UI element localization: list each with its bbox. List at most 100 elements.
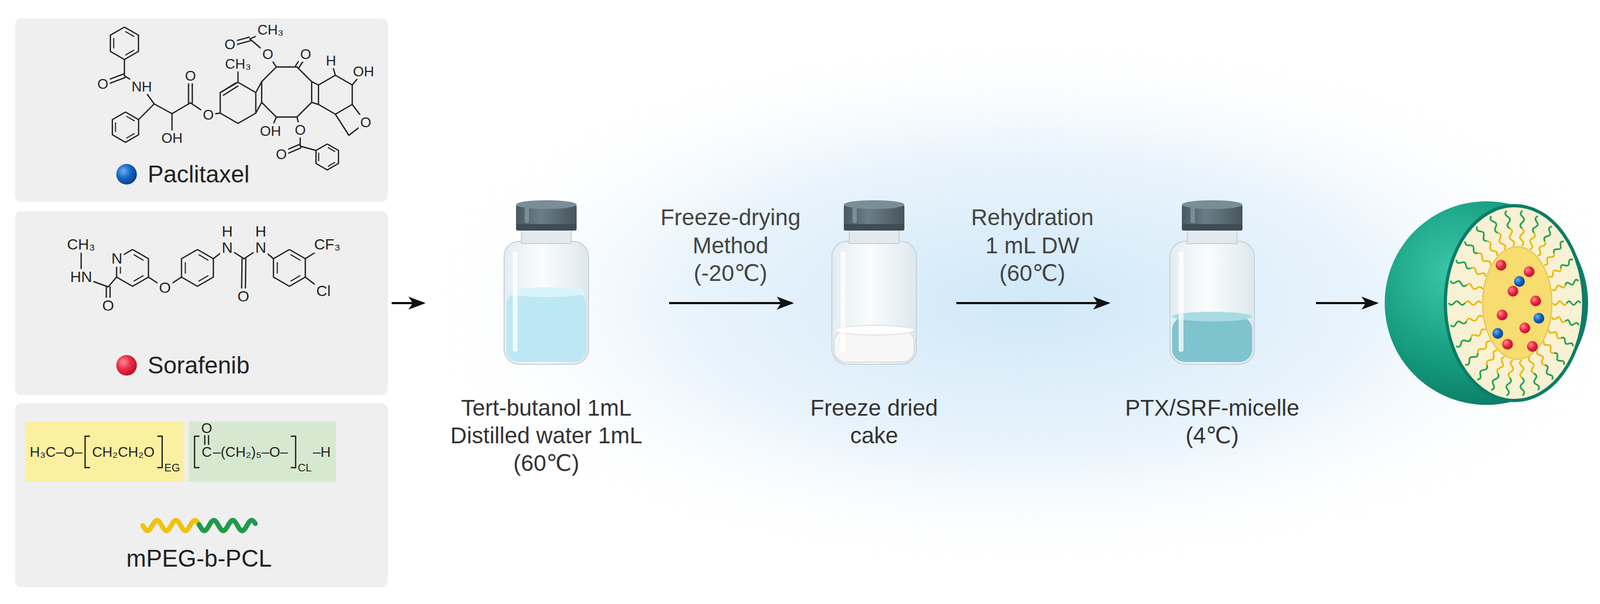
pcl-chain [1565, 279, 1579, 286]
bond-line [134, 254, 144, 261]
peg-chain [1497, 232, 1506, 250]
micelle-illustration [1384, 201, 1589, 405]
atom-label: O [260, 46, 275, 62]
bond-line [154, 103, 173, 114]
formula-text: C [201, 444, 213, 459]
pcl-chain [1554, 241, 1565, 254]
bond-line [138, 103, 155, 120]
pcl-chain [1477, 364, 1488, 380]
ring [110, 27, 139, 60]
atom-label: OH [258, 123, 283, 139]
pcl-chain [1565, 319, 1579, 326]
pcl-chain [1534, 373, 1540, 390]
bond-line [276, 262, 279, 274]
formula-text: CL [298, 461, 313, 473]
ring [181, 249, 214, 287]
bond-line [255, 81, 262, 93]
ring [273, 249, 306, 287]
formula-text: O [201, 420, 213, 435]
vial-step: Freeze dried cake [795, 201, 953, 449]
pcl-chain [1448, 301, 1466, 306]
structure-group [25, 421, 336, 531]
drug-name: Sorafenib [147, 352, 250, 379]
bond-line [115, 122, 117, 132]
bond-line [255, 102, 262, 114]
bond-line [108, 276, 117, 287]
peg-chain [1537, 241, 1546, 256]
sorafenib-dot [1502, 338, 1513, 350]
sorafenib-dot [1526, 340, 1538, 352]
sorafenib-dot [1523, 266, 1535, 277]
pcl-chain [1520, 377, 1525, 396]
formula-text: –(CH₂)₅–O– [213, 444, 289, 459]
step-condition: Freeze-drying Method (-20℃) [656, 203, 805, 287]
atom-label: O [100, 297, 116, 314]
atom-label: O [95, 76, 110, 92]
pcl-chain [1465, 241, 1478, 254]
polymer-chains [1448, 210, 1581, 395]
sorafenib-dot [1495, 259, 1507, 271]
peg-chain [1477, 340, 1491, 353]
vial [831, 200, 917, 365]
atom-label: OH [160, 130, 185, 146]
vial [504, 200, 589, 365]
pcl-chain [1532, 215, 1539, 233]
vial [504, 200, 589, 365]
vial [506, 287, 587, 297]
peg-chain [1466, 283, 1483, 290]
atom-label: O [358, 114, 373, 130]
atom-label: O [183, 68, 198, 84]
formula-text: H₃C–O– [29, 444, 83, 459]
drug-name: mPEG-b-PCL [126, 545, 273, 572]
paclitaxel-dot [1533, 312, 1545, 324]
sorafenib-dot [1507, 285, 1519, 297]
pcl-chain [1544, 364, 1553, 380]
peg-chain [1548, 267, 1561, 277]
formula-bracket [291, 435, 296, 468]
formula-bracket [194, 435, 200, 468]
sorafenib-dot [1519, 322, 1531, 334]
bond-line [134, 275, 144, 281]
paclitaxel-dot [1492, 327, 1504, 339]
ring [261, 67, 312, 117]
formula-text: –H [312, 444, 331, 459]
pcl-chain [1456, 259, 1471, 269]
vial [840, 207, 857, 352]
atom-label: O [293, 122, 308, 138]
peg-chain [1543, 253, 1555, 266]
atom-label: Cl [314, 282, 333, 300]
vial [1172, 311, 1253, 322]
formula-bracket [157, 435, 163, 468]
peg-block [25, 421, 185, 482]
bond-line [291, 275, 301, 281]
process-arrow [669, 301, 792, 304]
drug-ball [116, 354, 137, 376]
peg-chain [1509, 228, 1515, 247]
atom-label: H [324, 53, 339, 69]
peg-chain [1470, 267, 1486, 277]
peg-chain [1551, 285, 1566, 291]
background-glow [405, 32, 1600, 574]
atom-label: OH [351, 63, 376, 79]
vial-step: Tert-butanol 1mL Distilled water 1mL (60… [427, 201, 666, 478]
atom-label: CH₃ [255, 22, 286, 38]
micelle-core [1482, 246, 1552, 360]
bond-line [125, 50, 134, 56]
atom-label: H [253, 223, 268, 240]
pcl-chain [1505, 210, 1511, 229]
peg-chain [1536, 349, 1545, 365]
peg-chain [1508, 359, 1514, 378]
peg-chain [1497, 356, 1505, 374]
step-condition: Rehydration 1 mL DW (60℃) [966, 203, 1099, 287]
bond-line [125, 31, 134, 37]
bond-line [318, 153, 320, 161]
drug-name: Paclitaxel [147, 161, 250, 188]
atom-label: N [109, 250, 124, 267]
formula-bracket [84, 435, 90, 468]
ring [318, 75, 353, 115]
bond-line [207, 435, 209, 445]
atom-label: O [274, 146, 289, 162]
